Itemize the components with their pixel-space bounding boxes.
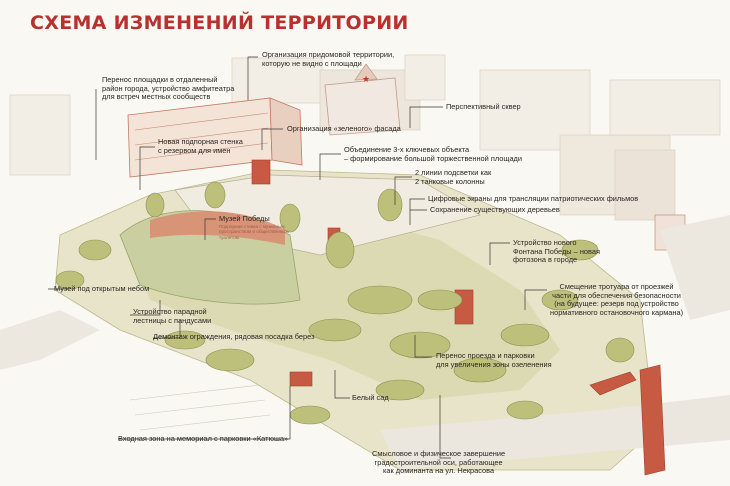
callout-future-square: Перспективный сквер (446, 102, 521, 111)
callout-fountain: Устройство нового Фонтана Победы – новая… (513, 238, 600, 265)
trees (55, 181, 635, 425)
callout-entrance: Входная зона на мемориал с парковки «Кат… (118, 434, 289, 443)
site-ground (0, 169, 730, 471)
callout-courtyard: Организация придомовой территории, котор… (262, 50, 395, 68)
callout-museum-victory: Музей Победы (219, 214, 270, 223)
callout-retaining-wall: Новая подпорная стенка с резервом для им… (158, 137, 243, 155)
callout-sidewalk: Смещение тротуара от проезжей части для … (550, 282, 684, 317)
callout-parking-relocation: Перенос проезда и парковки для увеличени… (436, 351, 552, 369)
callout-lighting: 2 линии подсветки как 2 танковые колонны (415, 168, 492, 186)
callout-fence: Демонтаж ограждения, рядовая посадка бер… (153, 332, 315, 341)
callout-stairs: Устройство парадной лестницы с пандусами (133, 307, 212, 325)
callout-merge-objects: Объединение 3-х ключевых объекта – форми… (344, 145, 522, 163)
callout-white-garden: Белый сад (352, 393, 389, 402)
school-building (127, 97, 303, 178)
callout-trees: Сохранение существующих деревьев (430, 205, 560, 214)
leader-lines (48, 56, 547, 459)
callout-axis: Смысловое и физическое завершение градос… (372, 449, 506, 476)
callout-screens: Цифровые экраны для трансляции патриотич… (428, 194, 639, 203)
page-title: СХЕМА ИЗМЕНЕНИЙ ТЕРРИТОРИИ (30, 12, 409, 34)
callout-green-facade: Организация «зеленого» фасада (287, 124, 401, 133)
callout-museum-victory-note: Подпорная стенка с музейным пространство… (219, 224, 289, 240)
callout-relocation: Перенос площадки в отдаленный район горо… (102, 75, 235, 102)
callout-open-air-museum: Музей под открытым небом (54, 284, 150, 293)
admin-building: ★ (324, 63, 401, 136)
memorial-elements (251, 159, 666, 476)
parking (129, 384, 271, 431)
svg-text:★: ★ (362, 75, 370, 85)
